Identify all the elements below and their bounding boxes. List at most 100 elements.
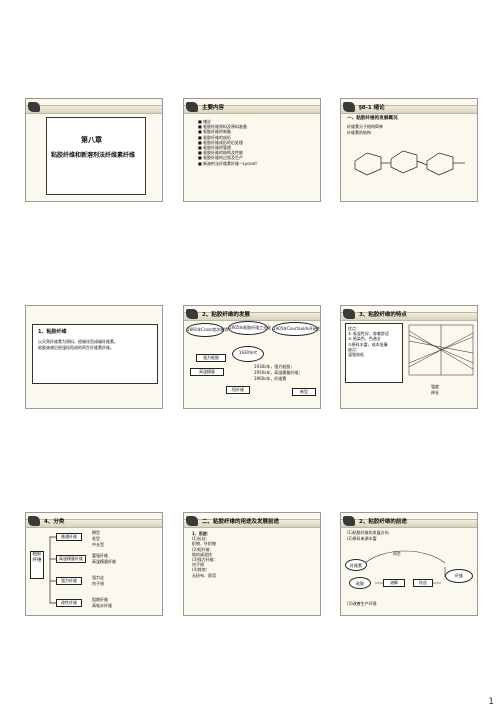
- flow-node: 纺丝: [413, 579, 433, 587]
- timeline-box: 短纤维: [226, 386, 250, 394]
- slide-title: §8-1 绪论: [359, 105, 385, 111]
- cellulose-structure-diagram: [354, 150, 465, 176]
- list-item: ① 吸湿性好，穿着舒适: [348, 331, 389, 337]
- timeline-node: 1905年粘胶纤维工业化: [228, 321, 271, 335]
- text-line: (2)原料来源丰富: [347, 536, 377, 541]
- tree-leaf: 毛型: [92, 536, 100, 541]
- slide-5: 2、粘胶纤维的发展 1891年Cross首次制得 1905年粘胶纤维工业化 19…: [183, 305, 321, 409]
- list-item: 纯纺或混纺: [192, 551, 212, 557]
- logo-icon: [28, 102, 40, 112]
- list-item: (1)长丝：: [192, 536, 210, 542]
- slide-1: 第八章 粘胶纤维和新溶剂法纤维素纤维: [25, 98, 163, 202]
- list-item: ■ 粘胶纤维的管理: [198, 145, 232, 151]
- tree-leaf: 强力丝: [92, 575, 104, 580]
- list-item: ■ 新溶剂法纤维素纤维—Lyocell: [198, 160, 257, 166]
- content-list: ■ 绪论 ■ 粘胶纤维原料及原料准备 ■ 粘胶纤维的制备 ■ 粘胶纤维的成形 ■…: [198, 119, 257, 166]
- slide-2: 主要内容 ■ 绪论 ■ 粘胶纤维原料及原料准备 ■ 粘胶纤维的制备 ■ 粘胶纤维…: [183, 98, 321, 202]
- slide-header-bar: [26, 519, 162, 528]
- slide-title: 2、粘胶纤维的前途: [359, 519, 407, 525]
- title-scroll: [46, 117, 146, 195]
- list-item: ■ 粘胶纤维原料及原料准备: [198, 124, 248, 130]
- section-subheading: 一、粘胶纤维的发展概况: [347, 116, 398, 121]
- slide-9: 2、粘胶纤维的前途 (1)粘胶纤维的发展方向 (2)原料来源丰富 纤维素 粘胶 …: [340, 512, 478, 616]
- flow-node: 纤维: [445, 569, 473, 583]
- text-line: (1)粘胶纤维的发展方向: [347, 530, 389, 535]
- definition-scroll: [32, 324, 158, 384]
- list-item: 1、用途：: [192, 531, 211, 536]
- graph-legend: 伸长: [431, 390, 439, 395]
- feature-box: [345, 323, 403, 383]
- list-item: (2)短纤维：: [192, 546, 214, 552]
- slide-header-bar: [184, 519, 320, 528]
- tree-root: 粘胶纤维: [30, 551, 44, 579]
- slide-8: 二、粘胶纤维的用途及发展前途 1、用途： (1)长丝： 织物、针织物 (2)短纤…: [183, 512, 321, 616]
- logo-icon: [343, 516, 355, 526]
- list-item: (4)其他：: [192, 567, 210, 573]
- note-text: 1960s年，纤维素: [254, 376, 287, 381]
- list-item: 优点：: [348, 326, 360, 331]
- list-item: ③原料丰富，成本低廉: [348, 341, 388, 347]
- flow-node: 粘胶: [349, 577, 371, 589]
- timeline-box: 高湿模量: [190, 368, 224, 376]
- timeline-node: 1930年代: [232, 346, 264, 362]
- timeline-box: 强力粘胶: [196, 354, 226, 362]
- slide-3: §8-1 绪论 一、粘胶纤维的发展概况 纤维素分子结构简单 纤维素的结构: [340, 98, 478, 202]
- definition-text: 粘胶溶液后经湿纺而成的再生纤维素纤维。: [38, 345, 114, 350]
- list-item: ■ 粘胶纤维的制备: [198, 129, 232, 135]
- tree-leaf: 中长型: [92, 542, 104, 547]
- list-item: 缺点：: [348, 346, 360, 352]
- text-line: 纤维素分子结构简单: [347, 124, 383, 129]
- slide-header-bar: [184, 105, 320, 114]
- list-item: ■ 绪论: [198, 119, 212, 124]
- tree-leaf: 高湿模量纤维: [92, 559, 116, 564]
- slide-title: 2、粘胶纤维的发展: [202, 312, 250, 318]
- flow-label: 再生: [393, 551, 401, 556]
- page-number: 1: [488, 697, 494, 707]
- graph-legend: 强度: [431, 384, 439, 389]
- slide-title: 4、分类: [44, 519, 65, 525]
- slide-title: 二、粘胶纤维的用途及发展前途: [202, 519, 280, 525]
- slide-6: 3、粘胶纤维的特点 优点： ① 吸湿性好，穿着舒适 ② 易染色，色谱全 ③原料丰…: [340, 305, 478, 409]
- slide-header-bar: [26, 105, 162, 114]
- logo-icon: [186, 102, 198, 112]
- timeline-node: 1905年Courtaulds开始生产: [272, 322, 320, 336]
- timeline-box: 新型: [292, 388, 316, 396]
- list-item: ■ 粘胶纤维成形的后处理: [198, 139, 244, 145]
- chapter-label: 第八章: [81, 136, 102, 144]
- text-line: (3)改善生产环境: [347, 601, 377, 606]
- tree-leaf: 高吸水纤维: [92, 603, 112, 608]
- logo-icon: [186, 516, 198, 526]
- feature-list: 优点： ① 吸湿性好，穿着舒适 ② 易染色，色谱全 ③原料丰富，成本低廉 缺点：…: [348, 326, 389, 357]
- definition-heading: 1、粘胶纤维: [38, 329, 67, 335]
- tree-leaf: 帘子线: [92, 581, 104, 586]
- slide-7: 4、分类 粘胶纤维 普通纤维 高湿模量纤维 强力纤维 改性纤维 棉型 毛型 中长…: [25, 512, 163, 616]
- flow-node: 溶解: [383, 579, 405, 587]
- note-text: 1930s年，强力粘胶；: [254, 364, 295, 369]
- list-item: ② 易染色，色谱全: [348, 336, 381, 342]
- tree-leaf: 阻燃纤维: [92, 597, 108, 602]
- logo-icon: [343, 309, 355, 319]
- slide-title: 3、粘胶纤维的特点: [359, 312, 407, 318]
- property-comparison-graph: [408, 324, 474, 376]
- slide-header-bar: [341, 312, 477, 321]
- logo-icon: [186, 309, 198, 319]
- list-item: 帘子线: [192, 562, 204, 568]
- list-item: 无纺布、医用: [192, 572, 216, 578]
- tree-leaf: 棉型: [92, 530, 100, 535]
- list-item: ■ 粘胶纤维的成形: [198, 134, 232, 140]
- list-item: 湿强较低: [348, 352, 364, 358]
- list-item: (3)强力纤维：: [192, 557, 218, 563]
- chapter-title: 粘胶纤维和新溶剂法纤维素纤维: [51, 152, 136, 159]
- text-line: 纤维素的结构: [347, 130, 371, 135]
- usage-list: 1、用途： (1)长丝： 织物、针织物 (2)短纤维： 纯纺或混纺 (3)强力纤…: [192, 531, 218, 578]
- tree-group: 高湿模量纤维: [56, 555, 86, 563]
- classification-tree-lines: [49, 536, 56, 604]
- timeline-node: 1891年Cross首次制得: [186, 323, 228, 337]
- logo-icon: [28, 516, 40, 526]
- list-item: 织物、针织物: [192, 541, 216, 547]
- logo-icon: [343, 102, 355, 112]
- tree-leaf: 富强纤维: [92, 553, 108, 558]
- slide-header-bar: [341, 105, 477, 114]
- list-item: ■ 粘胶纤维的过程及生产: [198, 155, 244, 161]
- note-text: 1950s年，高湿模量纤维；: [254, 370, 303, 375]
